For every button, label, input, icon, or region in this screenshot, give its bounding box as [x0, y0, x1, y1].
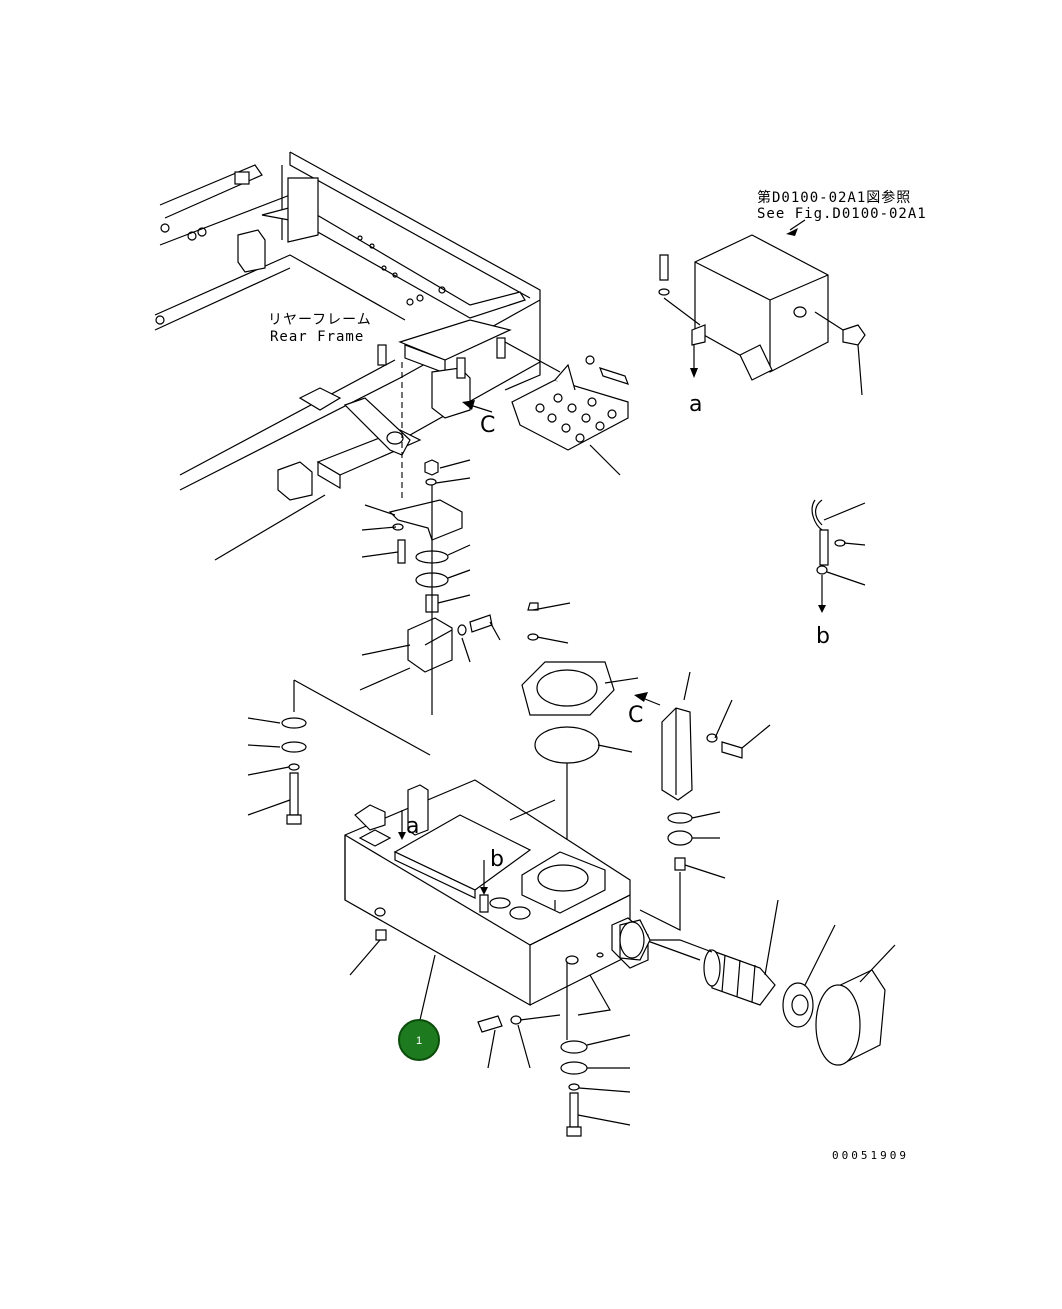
left-bolt-stack [247, 679, 431, 825]
reference-c-label-2: C [628, 703, 643, 728]
reference-b-lower: b [480, 847, 504, 895]
level-gauge: b [811, 499, 866, 649]
reference-a-label-upper: a [689, 392, 702, 417]
mount-stack [359, 459, 501, 715]
filler-flange [521, 602, 639, 850]
reference-c-lower: C [628, 692, 661, 728]
reference-b-label-lower: b [490, 847, 504, 872]
tank-body [344, 779, 701, 1021]
filler-assembly [619, 899, 896, 1066]
see-fig-label-jp: 第D0100-02A1図参照 [757, 189, 911, 206]
rear-frame: リヤーフレーム Rear Frame [154, 151, 541, 561]
post-bracket [639, 671, 771, 931]
reference-b-label-upper: b [816, 624, 830, 649]
reference-a-lower: a [398, 810, 419, 840]
step-bracket [504, 341, 629, 476]
see-fig-label-en: See Fig.D0100-02A1 [757, 206, 927, 222]
drawing-code: 00051909 [832, 1149, 909, 1162]
reference-c-upper: C [462, 400, 495, 438]
rear-frame-label-jp: リヤーフレーム [268, 312, 372, 328]
reference-a-label-lower: a [406, 814, 419, 839]
cover-box: a 第D0100-02A1図参照 See Fig.D0100-02A1 [658, 189, 927, 417]
callout-1-number: 1 [416, 1035, 422, 1047]
callout-1-marker[interactable] [398, 1019, 440, 1061]
reference-c-label: C [480, 413, 495, 438]
rear-frame-label-en: Rear Frame [270, 329, 364, 345]
callout-1[interactable]: 1 [398, 1019, 440, 1061]
bottom-bolt-stack [477, 962, 631, 1137]
